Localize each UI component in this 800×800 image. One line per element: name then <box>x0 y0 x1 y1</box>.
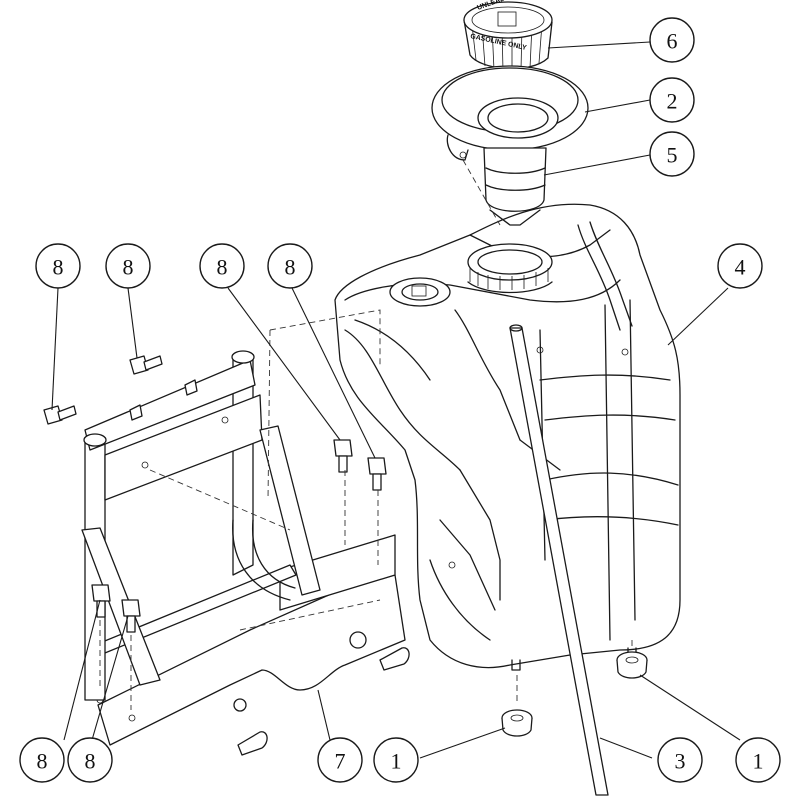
svg-text:6: 6 <box>667 29 678 54</box>
svg-text:1: 1 <box>391 749 402 774</box>
svg-text:8: 8 <box>285 255 296 280</box>
grommet-left <box>501 709 533 737</box>
breather-tube <box>509 324 609 796</box>
callout-4: 4 <box>717 243 763 289</box>
callout-2: 2 <box>649 77 695 123</box>
svg-text:8: 8 <box>37 749 48 774</box>
callout-7: 7 <box>317 737 363 783</box>
svg-text:8: 8 <box>85 749 96 774</box>
svg-text:8: 8 <box>123 255 134 280</box>
svg-text:5: 5 <box>667 143 678 168</box>
filler-neck-hose <box>483 147 547 226</box>
bolt-b <box>129 355 163 375</box>
callout-8-b: 8 <box>105 243 151 289</box>
leader-lines <box>51 41 741 759</box>
bolt-d <box>367 457 387 491</box>
bolt-c <box>333 439 353 473</box>
fuel-cap: UNLEADED GASOLINE ONLY <box>463 0 553 72</box>
svg-text:3: 3 <box>675 749 686 774</box>
callout-6: 6 <box>649 17 695 63</box>
svg-text:8: 8 <box>53 255 64 280</box>
bolt-a <box>43 405 77 425</box>
bolts <box>43 355 387 633</box>
callout-8-e: 8 <box>19 737 65 783</box>
bolt-f <box>121 599 141 633</box>
filler-flange <box>431 65 589 161</box>
alignment-lines <box>99 159 633 710</box>
svg-text:1: 1 <box>753 749 764 774</box>
svg-text:7: 7 <box>335 749 346 774</box>
callout-3: 3 <box>657 737 703 783</box>
svg-text:8: 8 <box>217 255 228 280</box>
svg-text:2: 2 <box>667 89 678 114</box>
callout-5: 5 <box>649 131 695 177</box>
callout-8-f: 8 <box>67 737 113 783</box>
callout-1-a: 1 <box>373 737 419 783</box>
fuel-tank <box>334 203 681 671</box>
svg-text:4: 4 <box>735 255 746 280</box>
grommet-right <box>616 651 648 679</box>
callout-1-b: 1 <box>735 737 781 783</box>
callout-8-d: 8 <box>267 243 313 289</box>
callout-8-a: 8 <box>35 243 81 289</box>
mounting-bracket <box>81 350 410 756</box>
callout-8-c: 8 <box>199 243 245 289</box>
